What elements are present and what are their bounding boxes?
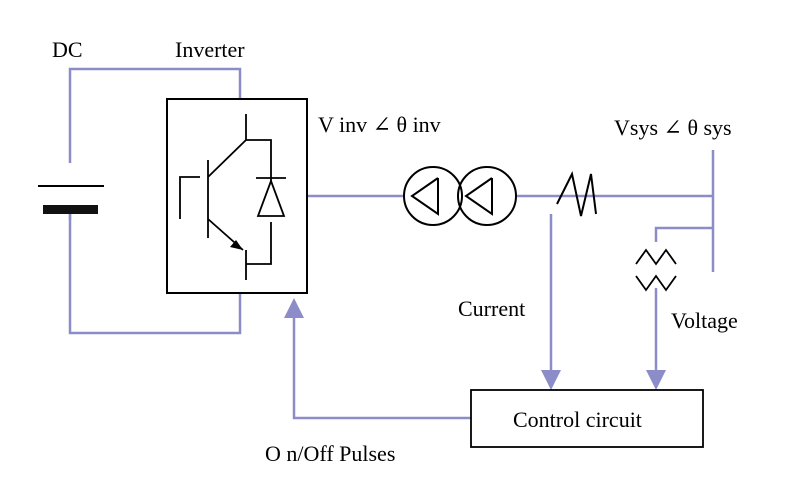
transformer-icon: [403, 166, 517, 226]
diode-icon: [256, 170, 286, 217]
pulses-label: O n/Off Pulses: [265, 441, 395, 466]
v-inv-label: V inv ∠ θ inv: [318, 112, 441, 137]
control-circuit-box: [470, 389, 704, 448]
current-arrow-icon: [541, 370, 561, 390]
current-transformer-icon: [556, 171, 597, 217]
voltage-arrow-icon: [646, 370, 666, 390]
inverter-box: [166, 98, 308, 294]
voltage-label: Voltage: [671, 308, 738, 333]
current-label: Current: [458, 296, 525, 321]
voltage-transformer-icon: [635, 248, 677, 292]
arrow-heads: [284, 298, 666, 390]
v-sys-label: Vsys ∠ θ sys: [614, 115, 732, 140]
inverter-label: Inverter: [175, 37, 245, 62]
dc-bottom-wire: [68, 214, 242, 335]
dc-top-wire: [68, 67, 242, 163]
igbt-emitter-arrow-icon: [230, 240, 243, 250]
pulse-arrow-icon: [284, 298, 304, 318]
dc-label: DC: [52, 37, 83, 62]
battery-icon: [38, 185, 104, 220]
igbt-icon: [179, 114, 272, 280]
pulse-wire: [292, 318, 471, 420]
control-circuit-label: Control circuit: [513, 407, 642, 432]
voltage-tap-wire: [654, 226, 713, 242]
wiring: [68, 67, 715, 420]
